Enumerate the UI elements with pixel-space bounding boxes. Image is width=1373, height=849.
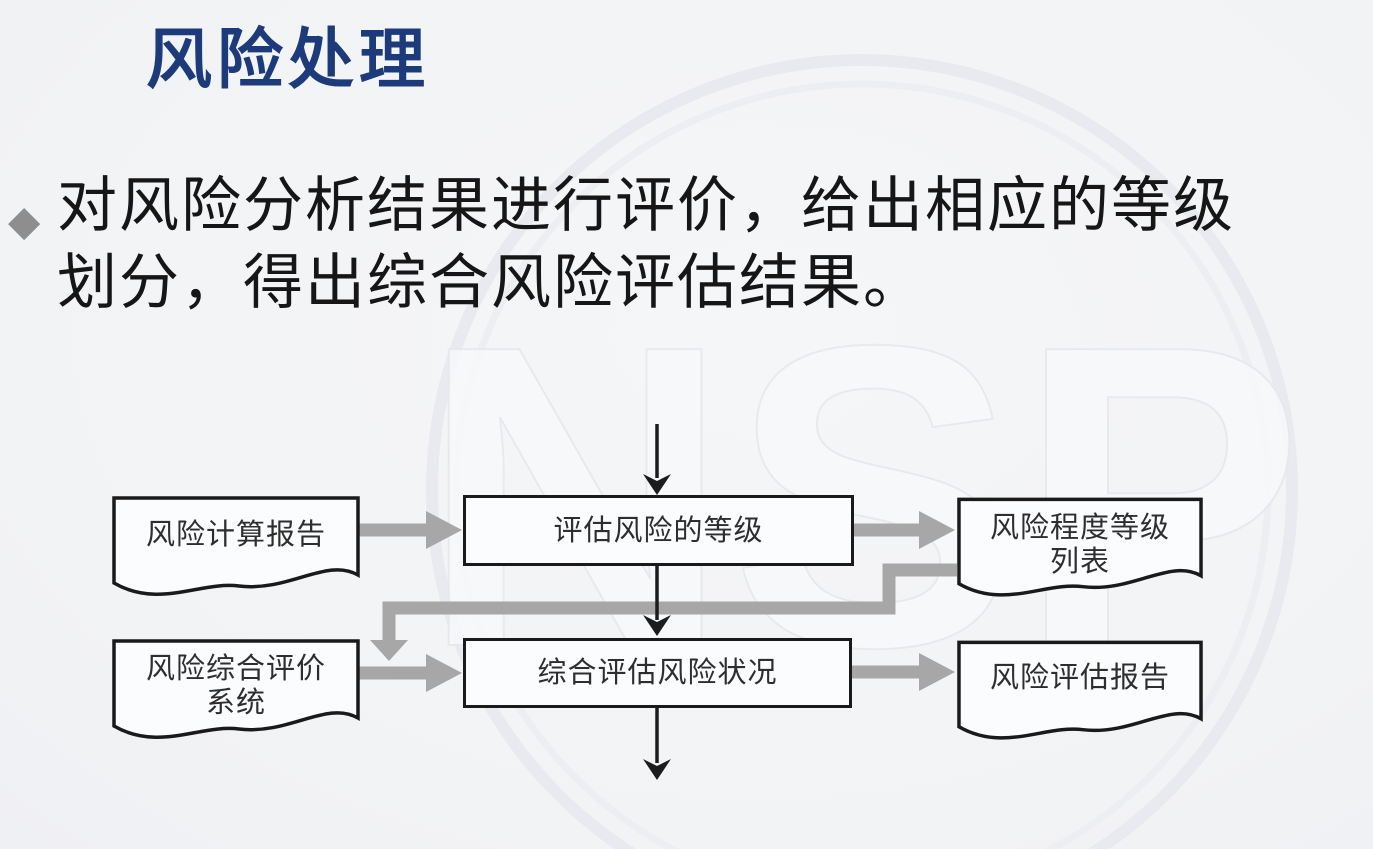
bullet-paragraph: 对风险分析结果进行评价，给出相应的等级 划分，得出综合风险评估结果。 [57, 168, 1357, 322]
flowchart-node-overall-assess: 综合评估风险状况 [463, 638, 852, 708]
node-label: 评估风险的等级 [553, 514, 764, 547]
node-label: 综合评估风险状况 [537, 657, 778, 689]
document-shape [112, 639, 360, 739]
node-label: 风险计算报告 [145, 519, 326, 551]
page-title: 风险处理 [146, 24, 430, 97]
bullet-line-1: 对风险分析结果进行评价，给出相应的等级 [57, 173, 1235, 239]
node-label-line-1: 风险综合评价 [145, 653, 326, 685]
edge-exit-arrow [643, 708, 671, 780]
flowchart-node-risk-eval-system: 风险综合评价 系统 [111, 637, 361, 749]
node-label-line-2: 列表 [1049, 546, 1110, 578]
edge-assess-to-overall [643, 566, 671, 636]
edge-calc-to-assess [359, 511, 462, 549]
bullet-diamond-icon: ◆ [8, 196, 41, 245]
edge-overall-to-report [850, 653, 955, 691]
flowchart-node-risk-level-list: 风险程度等级 列表 [956, 496, 1204, 606]
bullet-line-2: 划分，得出综合风险评估结果。 [57, 250, 925, 316]
document-shape [112, 496, 360, 596]
edge-system-to-overall [359, 654, 462, 692]
node-label-line-2: 系统 [205, 687, 266, 719]
node-label: 风险评估报告 [989, 662, 1170, 694]
flowchart-node-assess-risk-level: 评估风险的等级 [463, 495, 854, 566]
flowchart-node-risk-calc-report: 风险计算报告 [111, 495, 361, 605]
node-label-line-1: 风险程度等级 [989, 512, 1170, 544]
edge-entry-arrow [643, 424, 671, 495]
edge-assess-to-list [852, 511, 955, 549]
flowchart-node-risk-assess-report: 风险评估报告 [956, 638, 1204, 750]
